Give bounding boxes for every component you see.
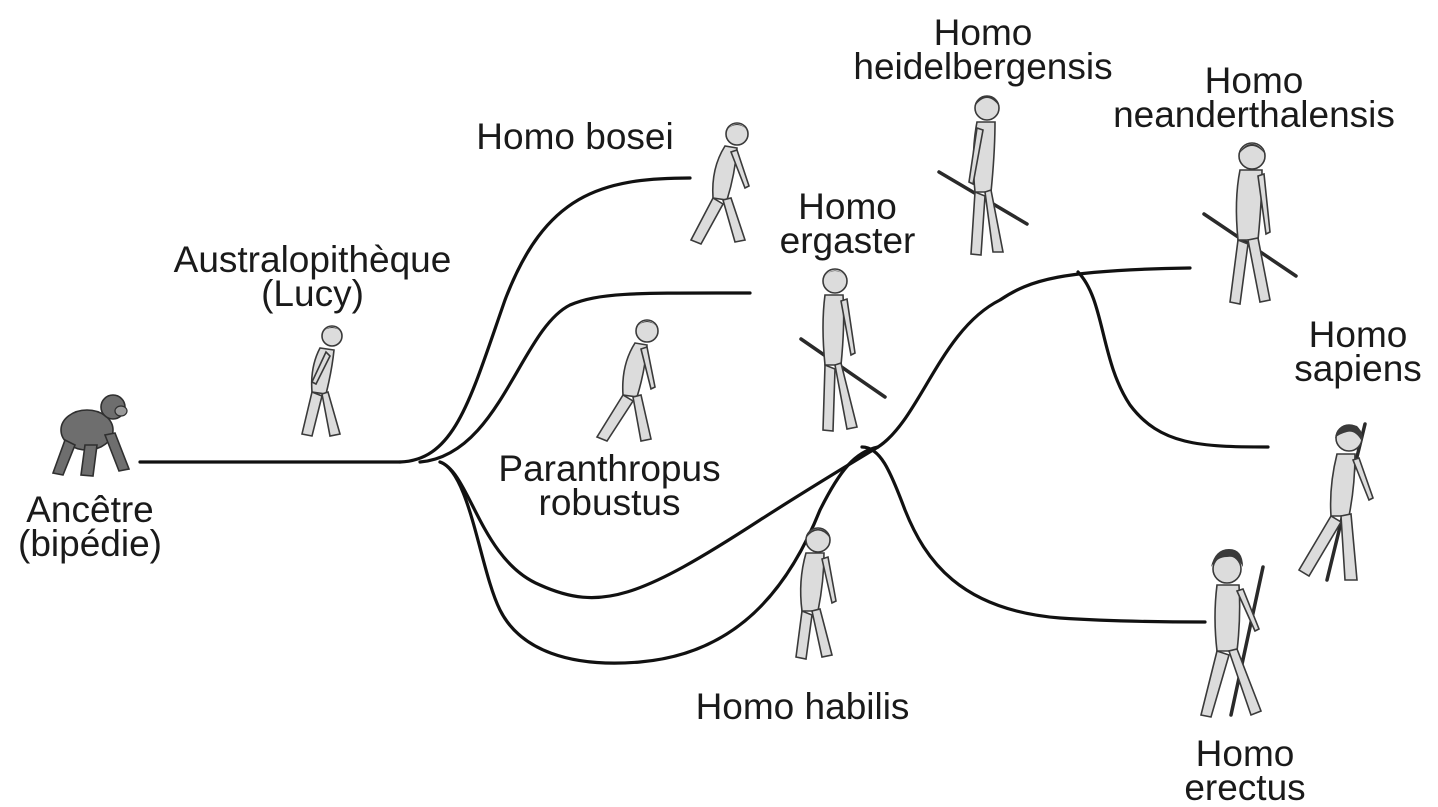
branch-homo-erectus [860, 445, 1207, 624]
label-homo-neanderthalensis-line2: neanderthalensis [1113, 94, 1395, 135]
branch-homo-habilis [438, 445, 880, 600]
label-homo-heidelbergensis-line2: heidelbergensis [853, 46, 1113, 87]
label-ancetre: Ancêtre (bipédie) [0, 489, 180, 564]
label-homo-ergaster: Homo ergaster [755, 186, 940, 261]
label-homo-bosei: Homo bosei [470, 116, 680, 157]
branch-homo-bosei [398, 176, 692, 464]
label-homo-bosei-line1: Homo bosei [476, 116, 674, 157]
label-paranthropus: Paranthropus robustus [487, 448, 732, 523]
homo-habilis-figure [795, 527, 837, 660]
label-homo-heidelbergensis: Homo heidelbergensis [828, 12, 1138, 87]
label-homo-heidelbergensis-line1: Homo [933, 12, 1033, 53]
label-paranthropus-line2: robustus [538, 482, 681, 523]
chimpanzee-figure [51, 394, 131, 477]
label-homo-habilis: Homo habilis [670, 686, 935, 727]
lucy-figure [301, 325, 343, 437]
label-homo-neanderthalensis: Homo neanderthalensis [1085, 60, 1423, 135]
label-ancetre-line1: Ancêtre [26, 489, 154, 530]
label-homo-sapiens-line1: Homo [1308, 314, 1408, 355]
label-homo-sapiens-line2: sapiens [1294, 348, 1422, 389]
label-homo-sapiens: Homo sapiens [1283, 314, 1433, 389]
branch-paranthropus [418, 291, 752, 464]
label-australopitheque-line2: (Lucy) [261, 273, 364, 314]
label-homo-erectus: Homo erectus [1160, 733, 1330, 807]
label-homo-ergaster-line1: Homo [798, 186, 897, 227]
branch-homo-erectus-lineage [438, 445, 880, 665]
label-homo-habilis-line1: Homo habilis [695, 686, 910, 727]
label-australopitheque: Australopithèque (Lucy) [140, 239, 485, 314]
homo-erectus-figure [1200, 549, 1265, 718]
label-australopitheque-line1: Australopithèque [173, 239, 452, 280]
label-ancetre-line2: (bipédie) [18, 523, 162, 564]
homo-ergaster-figure [799, 268, 887, 432]
label-paranthropus-line1: Paranthropus [498, 448, 721, 489]
branch-homo-ergaster-main [876, 266, 1192, 449]
branch-homo-sapiens [1076, 270, 1270, 449]
label-homo-erectus-line2: erectus [1184, 767, 1306, 807]
homo-neanderthalensis-figure [1202, 142, 1298, 305]
homo-sapiens-figure [1297, 422, 1374, 582]
paranthropus-figure [595, 319, 659, 442]
label-homo-erectus-line1: Homo [1195, 733, 1295, 774]
homo-heidelbergensis-figure [937, 95, 1029, 256]
label-homo-ergaster-line2: ergaster [779, 220, 916, 261]
homo-bosei-figure [689, 122, 750, 246]
label-homo-neanderthalensis-line1: Homo [1204, 60, 1304, 101]
